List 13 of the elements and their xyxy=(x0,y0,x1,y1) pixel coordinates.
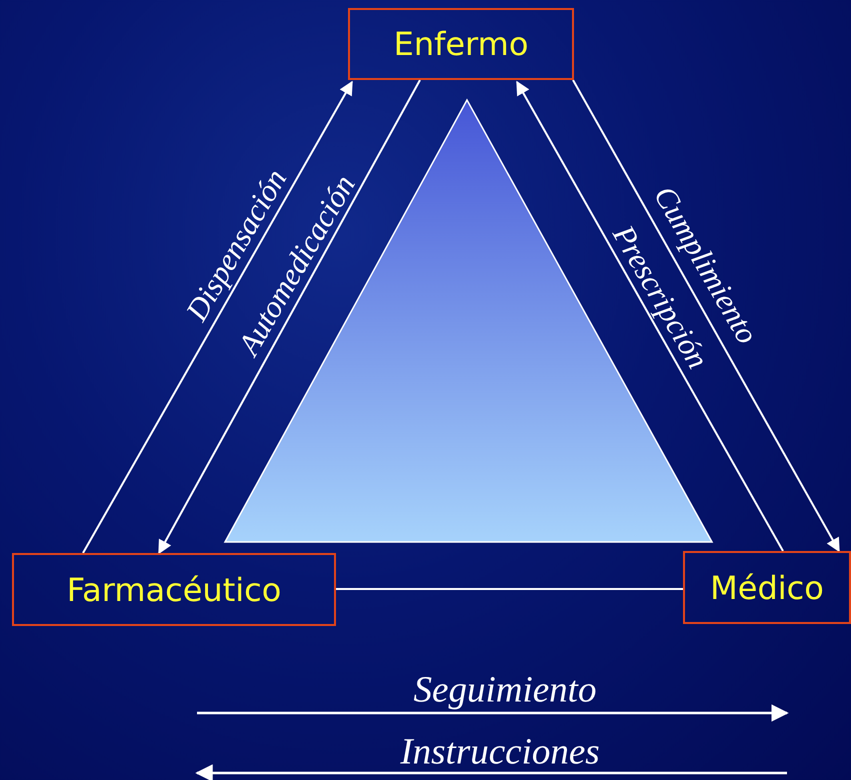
arrow xyxy=(158,80,421,554)
connector-line xyxy=(336,588,683,590)
arrow xyxy=(516,80,784,552)
flow-label: Seguimiento xyxy=(414,668,596,712)
node-label: Enfermo xyxy=(394,25,528,63)
arrow xyxy=(82,80,353,554)
node-label: Médico xyxy=(710,568,824,606)
node-box xyxy=(683,551,851,624)
node-box xyxy=(12,553,336,626)
node-box xyxy=(348,8,574,80)
flow-label: Instrucciones xyxy=(400,730,600,774)
node-label: Farmacéutico xyxy=(66,570,282,608)
arrow xyxy=(572,80,840,552)
